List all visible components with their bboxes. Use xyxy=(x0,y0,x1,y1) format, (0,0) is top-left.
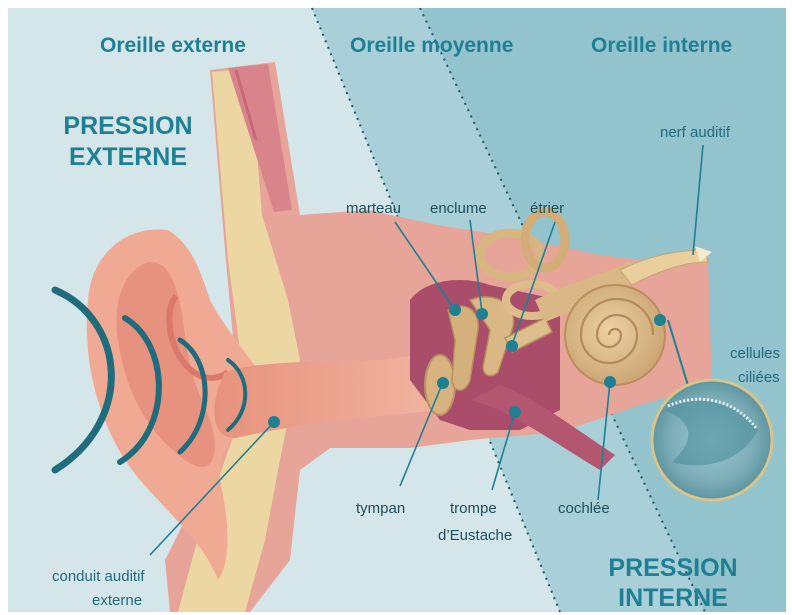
dot-etrier xyxy=(506,340,518,352)
pressure-internal-line2: INTERNE xyxy=(618,584,728,612)
header-middle-ear: Oreille moyenne xyxy=(350,34,513,57)
pressure-internal-line1: PRESSION xyxy=(608,554,737,582)
dot-trompe xyxy=(509,406,521,418)
header-outer-ear: Oreille externe xyxy=(100,34,246,57)
label-trompe-line2: d’Eustache xyxy=(438,527,512,544)
dot-conduit xyxy=(268,416,280,428)
label-conduit-line1: conduit auditif xyxy=(52,568,145,585)
pressure-external-line2: EXTERNE xyxy=(69,143,187,171)
label-cochlee: cochlée xyxy=(558,500,610,517)
label-etrier: étrier xyxy=(530,200,564,217)
dot-marteau xyxy=(449,304,461,316)
pressure-external-line1: PRESSION xyxy=(63,112,192,140)
dot-cochlee xyxy=(604,376,616,388)
label-enclume: enclume xyxy=(430,200,487,217)
dot-cellules xyxy=(654,314,666,326)
dot-enclume xyxy=(476,308,488,320)
label-cellules-line1: cellules xyxy=(730,345,780,362)
label-tympan: tympan xyxy=(356,500,405,517)
label-nerf-auditif: nerf auditif xyxy=(660,124,731,141)
dot-tympan xyxy=(437,377,449,389)
header-inner-ear: Oreille interne xyxy=(591,34,732,57)
label-trompe-line1: trompe xyxy=(450,500,497,517)
label-marteau: marteau xyxy=(346,200,401,217)
label-conduit-line2: externe xyxy=(92,592,142,609)
label-cellules-line2: ciliées xyxy=(738,369,780,386)
